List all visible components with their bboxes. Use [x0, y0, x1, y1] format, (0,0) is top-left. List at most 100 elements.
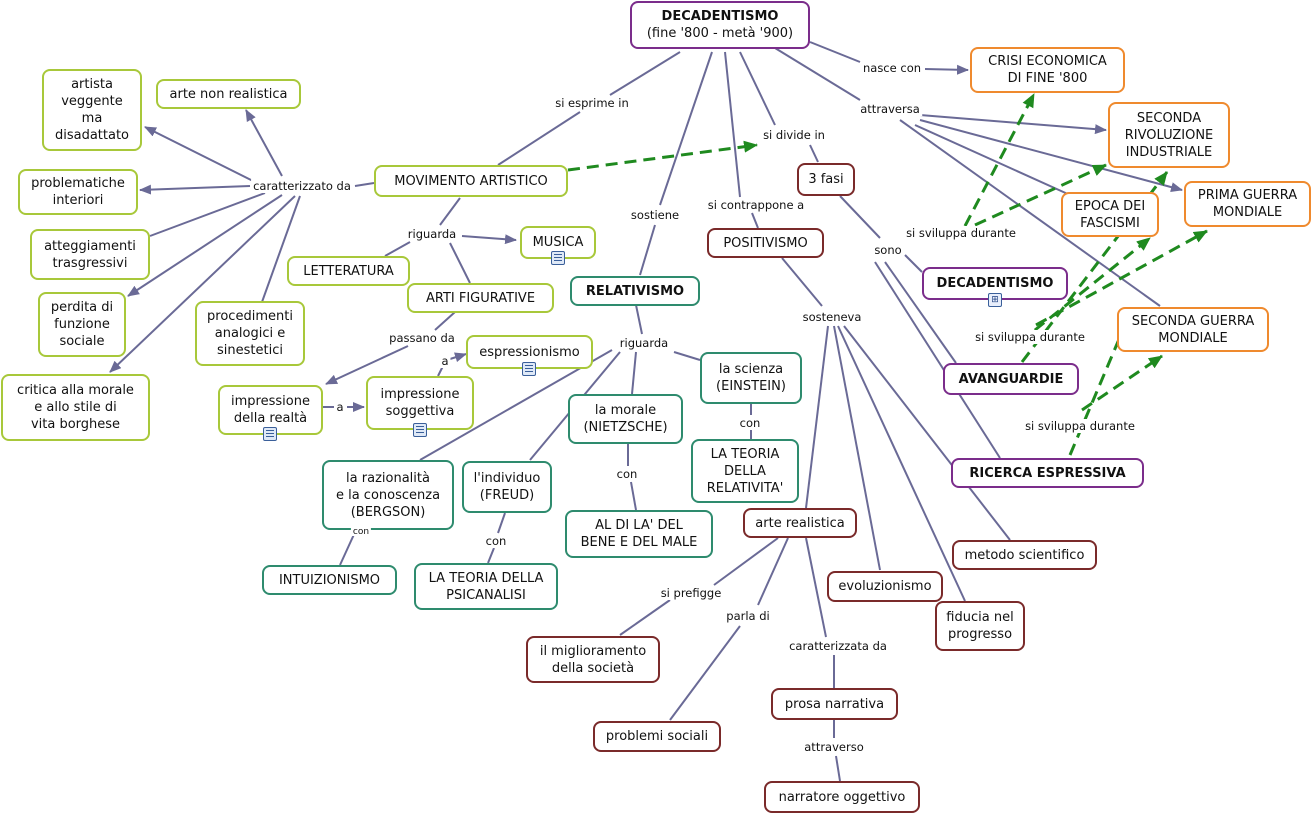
link-dec-contrappone: [724, 51, 741, 198]
link-ind-con: [497, 512, 506, 534]
dashed-mov-divide: [567, 140, 758, 172]
node-atteggiamenti[interactable]: atteggiamenti trasgressivi: [30, 229, 150, 280]
node-avanguardie[interactable]: AVANGUARDIE: [943, 363, 1079, 395]
node-decadentismo-title: DECADENTISMO: [661, 9, 779, 24]
link-a-espr: [449, 352, 467, 363]
node-3-fasi[interactable]: 3 fasi: [797, 163, 855, 196]
document-icon[interactable]: [263, 427, 277, 441]
link-label-sostiene: sostiene: [628, 208, 682, 222]
link-label-si-sviluppa-durante-2: si sviluppa durante: [973, 330, 1087, 344]
link-label-si-prefigge: si prefigge: [658, 586, 724, 600]
node-aldila[interactable]: AL DI LA' DEL BENE E DEL MALE: [565, 510, 713, 558]
link-dec-nasce: [809, 41, 861, 63]
node-epoca-fascismi[interactable]: EPOCA DEI FASCISMI: [1061, 192, 1159, 237]
link-label-si-sviluppa-durante-3: si sviluppa durante: [1023, 419, 1137, 433]
link-sost-arte-real: [805, 325, 829, 509]
node-arte-non-realistica[interactable]: arte non realistica: [156, 79, 301, 109]
link-label-caratterizzato-da: caratterizzato da: [251, 179, 353, 193]
node-artista-veggente[interactable]: artista veggente ma disadattato: [42, 69, 142, 151]
document-icon[interactable]: [522, 362, 536, 376]
link-label-con-4: con: [350, 527, 372, 537]
link-label-passano-da: passano da: [387, 331, 457, 345]
node-problemi-sociali[interactable]: problemi sociali: [593, 721, 721, 752]
link-passano-impr: [325, 345, 409, 385]
node-seconda-guerra[interactable]: SECONDA GUERRA MONDIALE: [1117, 307, 1269, 352]
link-rig-scienza: [673, 351, 701, 361]
link-sost-fiducia: [837, 325, 966, 602]
node-prima-guerra[interactable]: PRIMA GUERRA MONDIALE: [1184, 181, 1311, 227]
link-label-attraversa: attraversa: [858, 102, 922, 116]
node-procedimenti[interactable]: procedimenti analogici e sinestetici: [195, 301, 305, 366]
link-con-teoria-psi: [487, 547, 495, 564]
link-rel-riguarda: [635, 304, 643, 335]
link-car-perdita: [127, 194, 283, 297]
document-icon[interactable]: [413, 423, 427, 437]
node-narratore-oggettivo[interactable]: narratore oggettivo: [764, 781, 920, 813]
link-label-si-contrappone-a: si contrappone a: [705, 198, 807, 212]
link-label-attraverso: attraverso: [802, 740, 866, 754]
link-label-con-1: con: [737, 416, 763, 430]
node-fiducia[interactable]: fiducia nel progresso: [935, 601, 1025, 651]
link-arti-passano: [434, 311, 456, 331]
link-car-arte-non: [245, 109, 283, 177]
node-letteratura[interactable]: LETTERATURA: [287, 256, 410, 286]
link-contrappone-pos: [751, 212, 759, 229]
node-individuo-freud[interactable]: l'individuo (FREUD): [462, 461, 552, 513]
link-esprime-mov: [497, 111, 581, 166]
node-razionalita-bergson[interactable]: la razionalità e la conoscenza (BERGSON): [322, 460, 454, 530]
link-label-parla-di: parla di: [724, 609, 772, 623]
link-sono-decadentismo: [904, 254, 923, 273]
dashed-dec-seconda-riv: [974, 163, 1107, 227]
node-arti-figurative[interactable]: ARTI FIGURATIVE: [407, 283, 554, 313]
node-evoluzionismo[interactable]: evoluzionismo: [827, 571, 943, 602]
link-attr-seconda-riv: [919, 114, 1107, 135]
link-attr-prima-guerra: [919, 119, 1183, 192]
node-impressione-soggettiva[interactable]: impressione soggettiva: [366, 376, 474, 430]
link-car-procedimenti: [261, 195, 301, 303]
link-rig-letteratura: [384, 241, 411, 257]
link-car-atteggiamenti: [149, 192, 266, 237]
node-movimento-artistico[interactable]: MOVIMENTO ARTISTICO: [374, 165, 568, 197]
link-dec-esprime: [609, 51, 681, 96]
document-icon[interactable]: [551, 251, 565, 265]
node-arte-realistica[interactable]: arte realistica: [743, 508, 857, 538]
node-teoria-relativita[interactable]: LA TEORIA DELLA RELATIVITA': [691, 439, 799, 503]
node-decadentismo-main[interactable]: DECADENTISMO (fine '800 - metà '900): [630, 1, 810, 49]
link-label-con-3: con: [483, 534, 509, 548]
link-3fasi-sono: [839, 195, 881, 239]
node-morale-nietzsche[interactable]: la morale (NIETZSCHE): [568, 394, 683, 444]
link-sono-avanguardie: [884, 261, 957, 364]
node-metodo-scientifico[interactable]: metodo scientifico: [952, 540, 1097, 570]
node-intuizionismo[interactable]: INTUIZIONISMO: [262, 565, 397, 595]
node-positivismo[interactable]: POSITIVISMO: [707, 228, 824, 258]
link-label-riguarda-2: riguarda: [617, 336, 671, 350]
link-attraverso-narr: [835, 755, 841, 782]
dashed-avan-prima: [1035, 229, 1208, 327]
node-relativismo[interactable]: RELATIVISMO: [570, 276, 700, 306]
node-critica[interactable]: critica alla morale e allo stile di vita…: [1, 374, 150, 441]
node-seconda-rivoluzione[interactable]: SECONDA RIVOLUZIONE INDUSTRIALE: [1108, 102, 1230, 168]
node-prosa-narrativa[interactable]: prosa narrativa: [771, 688, 898, 720]
concept-map-icon[interactable]: ⊞: [988, 293, 1002, 307]
node-ricerca-espressiva[interactable]: RICERCA ESPRESSIVA: [951, 458, 1144, 488]
link-label-sosteneva: sosteneva: [800, 310, 864, 324]
dashed-avan-fascismi: [1019, 236, 1151, 344]
node-crisi-economica[interactable]: CRISI ECONOMICA DI FINE '800: [970, 47, 1125, 93]
link-dec-sostiene: [659, 51, 713, 206]
node-scienza-einstein[interactable]: la scienza (EINSTEIN): [700, 352, 802, 404]
link-nasce-crisi: [924, 64, 969, 75]
node-perdita[interactable]: perdita di funzione sociale: [38, 292, 126, 357]
link-rig-morale: [631, 351, 637, 395]
node-espressionismo[interactable]: espressionismo: [466, 335, 593, 369]
link-car-problematiche: [139, 184, 251, 195]
dashed-ricerca-seconda: [1081, 354, 1163, 412]
link-sost-evol: [833, 325, 881, 571]
node-problematiche[interactable]: problematiche interiori: [18, 169, 138, 215]
link-con-aldila: [630, 481, 637, 511]
node-miglioramento[interactable]: il miglioramento della società: [526, 636, 660, 683]
link-prefigge-migl: [619, 599, 671, 636]
link-dec-attraversa: [774, 47, 861, 101]
link-arte-prefigge: [713, 537, 779, 586]
node-teoria-psicanalisi[interactable]: LA TEORIA DELLA PSICANALISI: [414, 563, 558, 610]
